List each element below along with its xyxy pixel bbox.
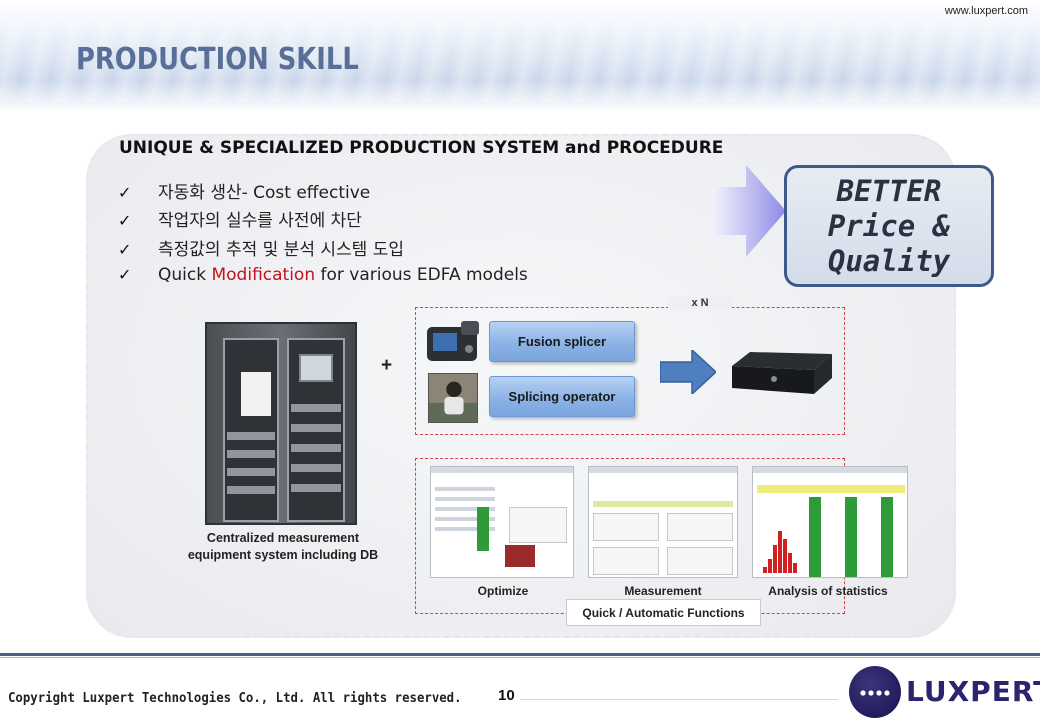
better-line-3: Quality	[827, 243, 951, 278]
bullet-item: ✓ 자동화 생산- Cost effective	[118, 178, 370, 203]
bullet-text: 측정값의 추적 및 분석 시스템 도입	[158, 240, 404, 260]
table-row	[435, 507, 495, 511]
operator-photo	[428, 373, 478, 423]
status-column	[477, 507, 489, 551]
logo-dots	[860, 690, 890, 696]
plot-area	[667, 547, 733, 575]
check-icon: ✓	[118, 265, 132, 284]
bullet-text: 자동화 생산- Cost effective	[158, 183, 371, 203]
rack-slot	[291, 464, 341, 472]
optimize-screenshot	[430, 466, 574, 578]
rack-slot	[227, 450, 275, 458]
bullet-text: Quick Modification for various EDFA mode…	[158, 265, 528, 285]
page-number: 10	[498, 687, 515, 704]
rack-monitor	[299, 354, 333, 382]
luxpert-logo-icon	[849, 666, 901, 718]
page-title: PRODUCTION SKILL	[76, 42, 359, 77]
functions-label: Quick / Automatic Functions	[566, 599, 761, 626]
right-arrow-icon	[660, 350, 716, 394]
bullet-highlight: Modification	[211, 265, 316, 285]
rack-slot	[291, 404, 341, 412]
bullet-item: ✓ 작업자의 실수를 사전에 차단	[118, 206, 362, 231]
header-row	[593, 501, 733, 507]
measurement-rack-image	[205, 322, 357, 525]
luxpert-logo-text: LUXPERT	[906, 675, 1040, 708]
rack-bay	[223, 338, 279, 522]
table-row	[435, 497, 495, 501]
rack-slot	[291, 424, 341, 432]
multiplier-label: x N	[668, 297, 732, 309]
rack-caption-line-1: Centralized measurement	[206, 531, 360, 545]
measurement-screenshot	[588, 466, 738, 578]
better-line-1: BETTER	[836, 173, 942, 208]
right-arrow-icon	[712, 165, 786, 257]
person-icon	[429, 381, 477, 422]
bullet-text-after: for various EDFA models	[315, 265, 528, 285]
table-row	[435, 487, 495, 491]
fusion-splicer-image	[427, 321, 479, 361]
bullet-text: 작업자의 실수를 사전에 차단	[158, 211, 362, 231]
edfa-module-image	[732, 352, 832, 394]
better-line-2: Price &	[827, 208, 951, 243]
statistics-screenshot	[752, 466, 908, 578]
footer-rule	[520, 699, 838, 700]
table-row	[435, 517, 495, 521]
measurement-label: Measurement	[624, 584, 702, 598]
better-price-quality-box: BETTER Price & Quality	[784, 165, 994, 287]
rack-slot	[227, 468, 275, 476]
rack-slot	[291, 484, 341, 492]
plot-area	[593, 547, 659, 575]
header-band	[0, 0, 1040, 112]
status-column	[809, 497, 821, 577]
footer-divider	[0, 653, 1040, 656]
statistics-label: Analysis of statistics	[768, 584, 888, 598]
rack-slot	[227, 486, 275, 494]
rack-paper-label	[241, 372, 271, 416]
bullet-item: ✓ Quick Modification for various EDFA mod…	[118, 265, 528, 285]
window-bar	[589, 467, 737, 473]
data-block	[505, 545, 535, 567]
splicing-frame	[415, 307, 845, 435]
check-icon: ✓	[118, 240, 132, 259]
section-subtitle: UNIQUE & SPECIALIZED PRODUCTION SYSTEM a…	[119, 138, 724, 158]
copyright-text: Copyright Luxpert Technologies Co., Ltd.…	[8, 691, 462, 706]
plot-area	[667, 513, 733, 541]
fusion-splicer-label: Fusion splicer	[489, 321, 635, 362]
status-column	[845, 497, 857, 577]
plus-sign: +	[381, 355, 393, 376]
bullet-text-before: Quick	[158, 265, 212, 285]
table-row	[435, 527, 495, 531]
rack-caption-line-2: equipment system including DB	[187, 548, 379, 562]
status-column	[881, 497, 893, 577]
plot-area	[509, 507, 567, 543]
website-url[interactable]: www.luxpert.com	[944, 5, 1028, 17]
footer-divider	[0, 657, 1040, 658]
header-row	[757, 485, 905, 493]
window-bar	[753, 467, 907, 473]
rack-caption: Centralized measurement equipment system…	[170, 530, 396, 564]
plot-area	[593, 513, 659, 541]
check-icon: ✓	[118, 183, 132, 202]
window-bar	[431, 467, 573, 473]
histogram-image	[763, 531, 797, 573]
optimize-label: Optimize	[477, 584, 529, 598]
bullet-item: ✓ 측정값의 추적 및 분석 시스템 도입	[118, 235, 404, 260]
check-icon: ✓	[118, 211, 132, 230]
splicing-operator-label: Splicing operator	[489, 376, 635, 417]
rack-slot	[227, 432, 275, 440]
rack-slot	[291, 444, 341, 452]
